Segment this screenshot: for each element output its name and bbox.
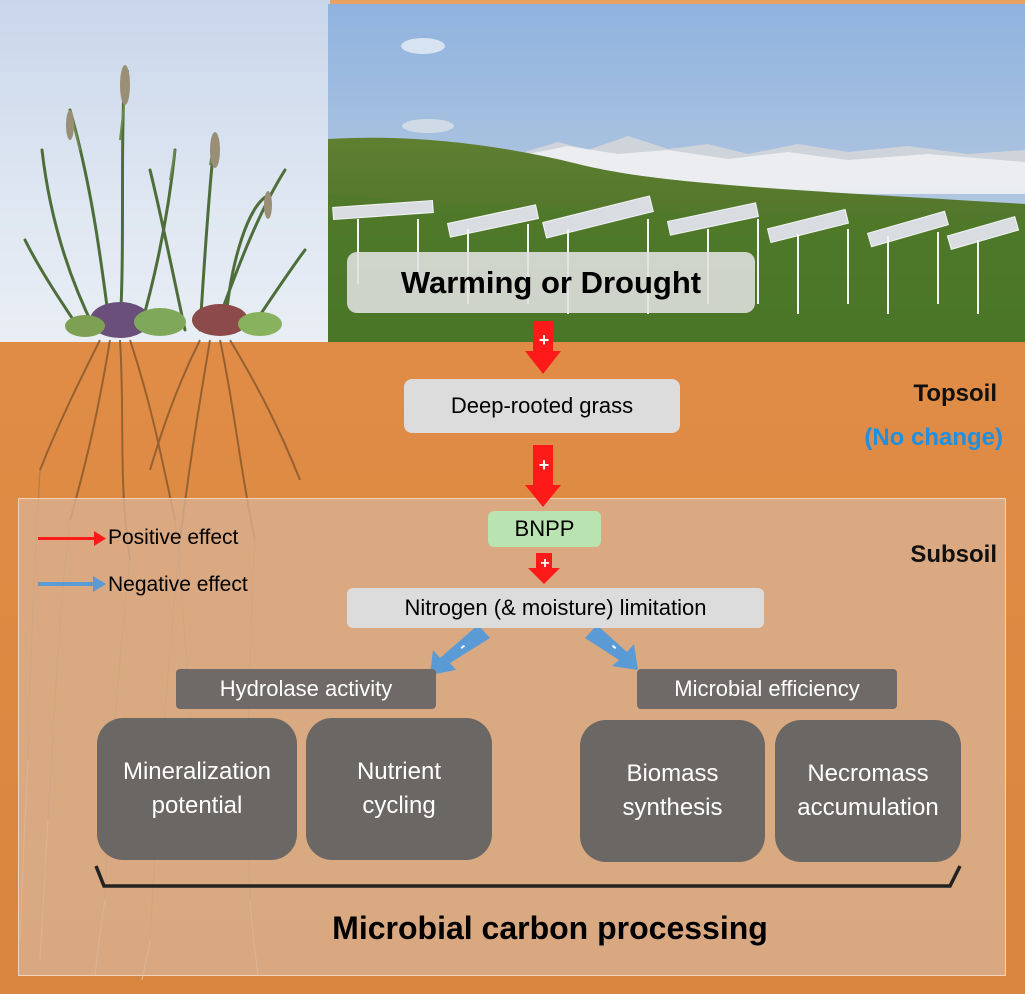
mineralization-box: Mineralization potential [97, 718, 297, 860]
biomass-box: Biomass synthesis [580, 720, 765, 862]
nutrient-cycling-box: Nutrient cycling [306, 718, 492, 860]
necromass-label: Necromass accumulation [797, 760, 939, 821]
summary-bracket [94, 865, 962, 888]
limitation-label: Nitrogen (& moisture) limitation [404, 595, 707, 620]
summary-title: Microbial carbon processing [332, 910, 768, 946]
biomass-label: Biomass synthesis [622, 760, 723, 821]
necromass-box: Necromass accumulation [775, 720, 961, 862]
nutrient-cycling-label: Nutrient cycling [356, 758, 442, 819]
subsoil-label: Subsoil [910, 541, 997, 568]
sign-plus-2: + [538, 455, 550, 475]
sign-plus-3: + [540, 555, 550, 572]
legend-negative-label: Negative effect [108, 573, 248, 596]
efficiency-label: Microbial efficiency [674, 676, 860, 701]
bnpp-label: BNPP [514, 516, 575, 541]
driver-label: Warming or Drought [400, 264, 702, 300]
grass-label: Deep-rooted grass [450, 393, 634, 418]
plant-photo-background [0, 0, 330, 342]
limitation-box: Nitrogen (& moisture) limitation [347, 588, 764, 628]
topsoil-label: Topsoil [913, 380, 997, 407]
legend-negative-arrow [38, 576, 106, 592]
hydrolase-label: Hydrolase activity [219, 676, 393, 701]
topsoil-note: (No change) [864, 424, 1003, 451]
legend-positive-arrow [38, 531, 106, 546]
positive-arrow-1 [525, 321, 561, 374]
mineralization-label: Mineralization potential [122, 758, 272, 819]
hydrolase-box: Hydrolase activity [176, 669, 436, 709]
driver-box: Warming or Drought [347, 252, 755, 313]
efficiency-box: Microbial efficiency [637, 669, 897, 709]
negative-arrow-right [585, 625, 638, 670]
grass-box: Deep-rooted grass [404, 379, 680, 433]
bnpp-box: BNPP [488, 511, 601, 547]
positive-arrow-3 [528, 553, 560, 584]
sign-plus-1: + [538, 330, 550, 350]
negative-arrow-left [430, 625, 490, 675]
legend-positive-label: Positive effect [108, 526, 239, 549]
positive-arrow-2 [525, 445, 561, 507]
